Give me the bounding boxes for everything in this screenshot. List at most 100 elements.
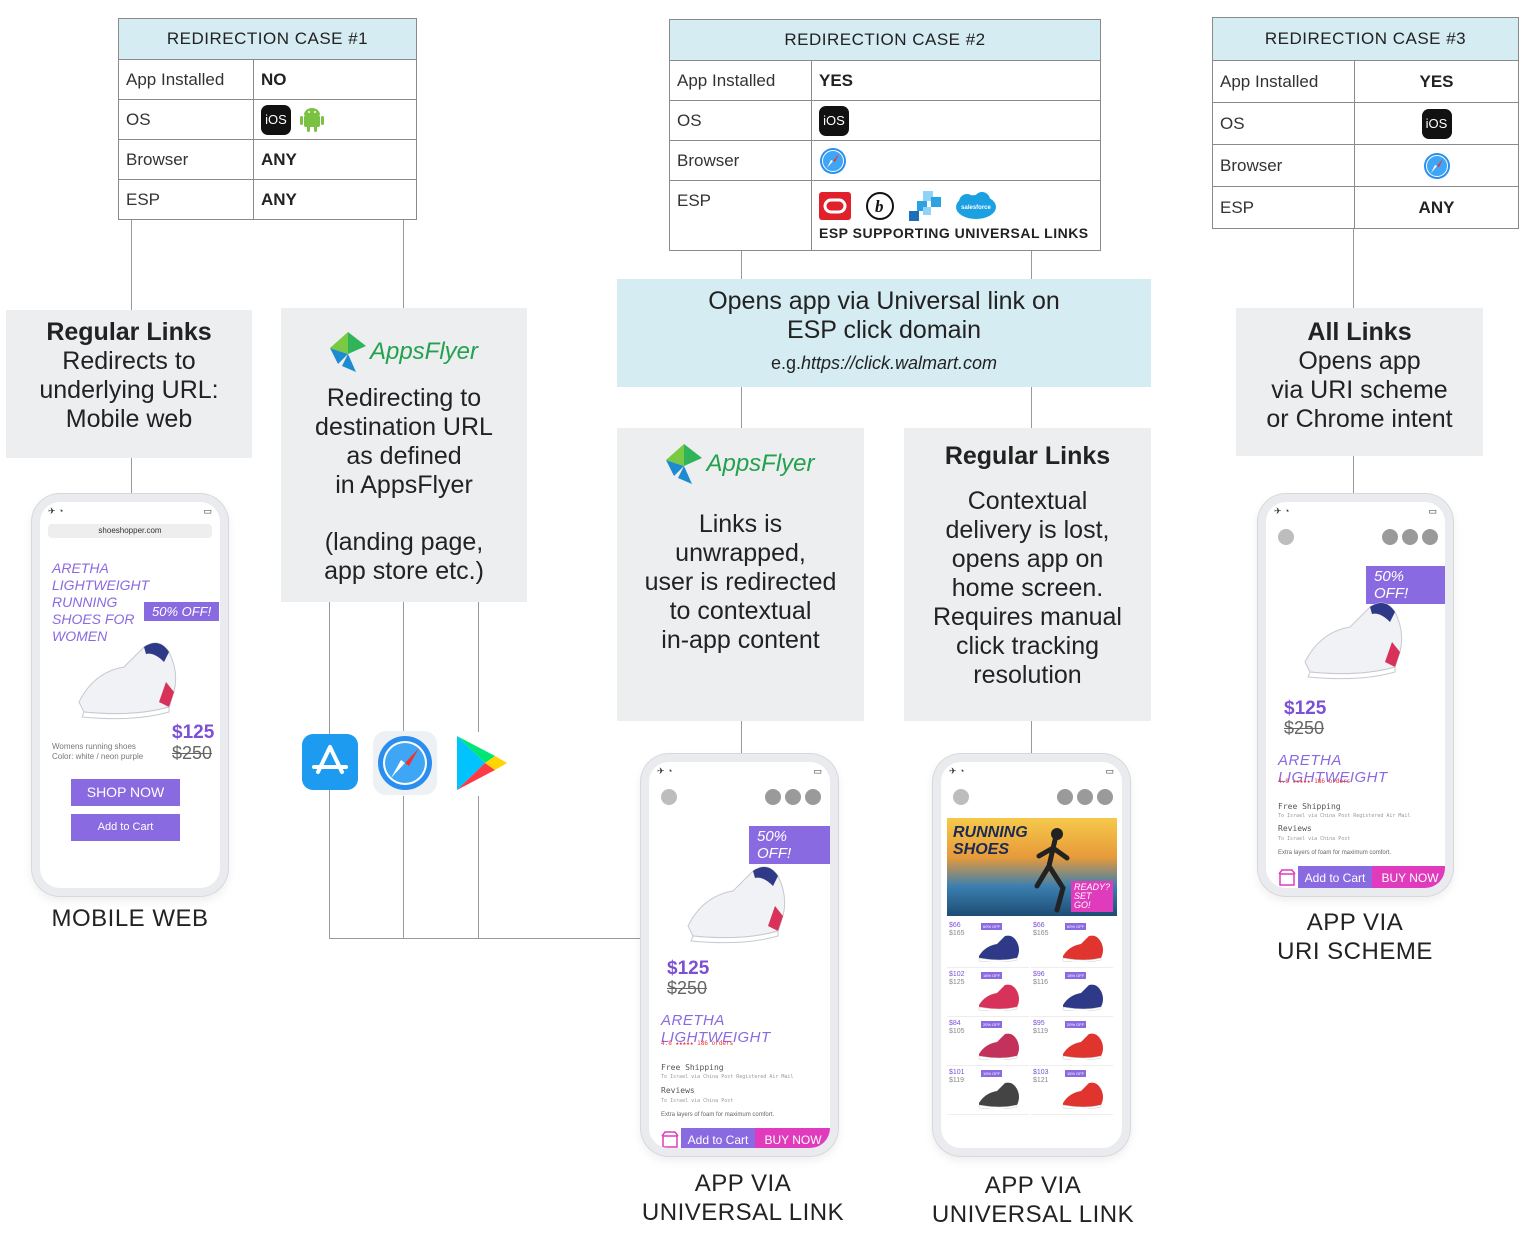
buy-now-button[interactable]: BUY NOW	[755, 1128, 830, 1148]
row-label: App Installed	[670, 61, 812, 100]
row-value: iOS	[254, 100, 416, 139]
product-name: ARETHA LIGHTWEIGHT	[1278, 752, 1388, 786]
shop-now-button[interactable]: SHOP NOW	[71, 779, 180, 806]
nav-icons[interactable]	[1382, 529, 1438, 545]
tile-badge: 15% OFF	[981, 1070, 1003, 1077]
connector-line	[403, 220, 404, 310]
row-value: b salesforce ESP SUPPORTING UNIVERSAL LI…	[812, 181, 1100, 251]
tile-price: $101	[949, 1069, 965, 1076]
tile-old-price: $119	[949, 1077, 965, 1084]
discount-badge: 50% OFF!	[1366, 566, 1445, 604]
esp-note: ESP SUPPORTING UNIVERSAL LINKS	[819, 225, 1089, 241]
box-line: to contextual	[669, 597, 812, 625]
status-bar: ✈ ◔▭	[949, 765, 1114, 776]
case1-title: REDIRECTION CASE #1	[119, 19, 416, 60]
back-icon[interactable]	[661, 789, 677, 805]
safari-icon	[373, 731, 437, 795]
rating: 4.8 ★★★★★ 186 orders	[661, 1040, 734, 1047]
banner-tag: GO!	[1073, 900, 1091, 910]
add-to-cart-button[interactable]: Add to Cart	[1298, 866, 1372, 888]
buy-now-button[interactable]: BUY NOW	[1372, 866, 1445, 888]
connector-line	[1031, 721, 1032, 755]
add-to-cart-button[interactable]: Add to Cart	[681, 1128, 755, 1148]
hero-banner[interactable]: RUNNING SHOES READY? SET GO!	[947, 818, 1117, 916]
box-line: as defined	[346, 442, 462, 470]
tile-old-price: $121	[1033, 1077, 1049, 1084]
banner-tag: READY?	[1073, 882, 1110, 892]
appsflyer-logo: AppsFlyer	[617, 440, 864, 488]
connector-line	[741, 721, 742, 755]
universal-link-box: Opens app via Universal link on ESP clic…	[617, 279, 1151, 387]
box-line: in-app content	[661, 626, 820, 654]
product-title-line: LIGHTWEIGHT	[52, 577, 150, 593]
tile-price: $66	[1033, 922, 1045, 929]
tile-price: $96	[1033, 971, 1045, 978]
shipping-sub: To Israel via China Post Registered Air …	[661, 1074, 794, 1080]
price: $125	[667, 958, 710, 979]
product-title-line: WOMEN	[52, 628, 108, 644]
case1-table: REDIRECTION CASE #1 App Installed NO OS …	[118, 18, 417, 220]
tile-badge: 15% OFF	[1065, 1070, 1087, 1077]
table-row: ESP ANY	[1213, 187, 1518, 229]
reviews-label[interactable]: Reviews	[1278, 824, 1312, 833]
price: $125	[172, 722, 215, 743]
nav-icons[interactable]	[1057, 789, 1113, 805]
ios-icon: iOS	[819, 105, 849, 136]
appsflyer-box-2: AppsFlyer Links is unwrapped, user is re…	[617, 428, 864, 721]
appsflyer-box-1: AppsFlyer Redirecting to destination URL…	[281, 308, 527, 602]
url-bar[interactable]: shoeshopper.com	[48, 524, 212, 538]
app-store-icon	[302, 734, 358, 790]
connector-line	[1353, 228, 1354, 308]
case2-title: REDIRECTION CASE #2	[670, 20, 1100, 61]
caption-universal-link-2: APP VIA UNIVERSAL LINK	[918, 1171, 1148, 1229]
braze-icon: b	[866, 192, 894, 220]
blocks-icon	[909, 191, 941, 221]
tile-shoe-image	[978, 1082, 1019, 1109]
connector-line	[1031, 250, 1032, 280]
tile-badge: 20% OFF	[981, 1021, 1003, 1028]
store-icon[interactable]	[1278, 869, 1296, 887]
store-icon[interactable]	[661, 1131, 679, 1149]
add-to-cart-button[interactable]: Add to Cart	[71, 814, 180, 841]
all-links-box: All Links Opens app via URI scheme or Ch…	[1236, 308, 1483, 456]
extra-note: Extra layers of foam for maximum comfort…	[661, 1112, 775, 1118]
tile-shoe-image	[978, 984, 1019, 1011]
tile-shoe-image	[978, 1033, 1019, 1060]
appsflyer-wordmark: AppsFlyer	[369, 338, 479, 365]
row-label: Browser	[670, 141, 812, 180]
shoe-image	[78, 642, 177, 720]
phone-app-home-screen: ✈ ◔▭ RUNNING SHOES READY? SET GO! $66$16…	[933, 754, 1130, 1156]
tile-old-price: $125	[949, 979, 965, 986]
back-icon[interactable]	[1278, 529, 1294, 545]
old-price: $250	[172, 743, 213, 763]
tile-badge: 60% OFF	[981, 923, 1003, 930]
row-label: OS	[119, 100, 254, 139]
row-value: ANY	[1418, 198, 1455, 217]
product-tile[interactable]: $101$119 15% OFF	[947, 1067, 1029, 1115]
caption-mobile-web: MOBILE WEB	[51, 905, 209, 932]
connector-line	[741, 250, 742, 280]
back-icon[interactable]	[953, 789, 969, 805]
box-line: user is redirected	[644, 568, 837, 596]
status-bar: ✈ ◔▭	[1274, 505, 1437, 516]
box-line: underlying URL:	[39, 376, 219, 404]
safari-icon	[820, 147, 846, 174]
box-title: All Links	[1307, 318, 1412, 346]
reviews-label[interactable]: Reviews	[661, 1086, 695, 1095]
phone-mobile-web: ✈ ◔▭ shoeshopper.com ARETHA LIGHTWEIGHT …	[32, 494, 228, 896]
action-bar: Add to Cart BUY NOW	[1298, 866, 1445, 888]
salesforce-icon: salesforce	[956, 192, 996, 219]
box-line: click tracking	[955, 632, 1100, 660]
connector-line	[478, 602, 479, 732]
tile-shoe-image	[978, 935, 1019, 962]
old-price: $250	[1284, 718, 1325, 738]
nav-icons[interactable]	[765, 789, 821, 805]
